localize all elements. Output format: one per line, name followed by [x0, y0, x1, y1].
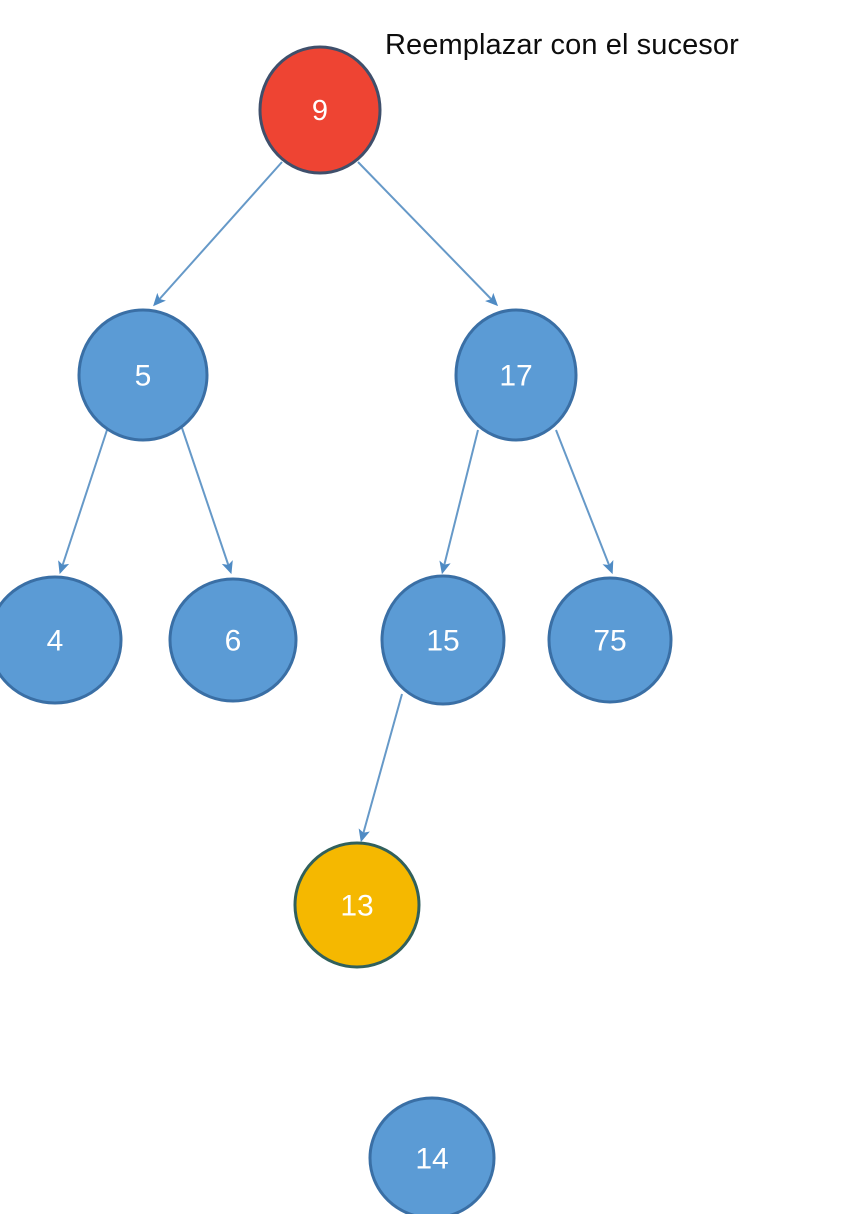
tree-edge-n9-n17: [357, 161, 499, 307]
tree-node-6[interactable]: 6: [168, 577, 298, 703]
tree-node-5[interactable]: 5: [77, 308, 209, 442]
tree-node-75[interactable]: 75: [547, 576, 673, 704]
tree-edge-n17-n75: [555, 429, 614, 575]
node-label-15: 15: [426, 625, 459, 658]
tree-edge-n5-n6: [181, 427, 233, 575]
tree-node-14[interactable]: 14: [368, 1096, 496, 1214]
tree-node-15[interactable]: 15: [380, 574, 506, 706]
node-circle-15: [380, 574, 506, 706]
node-label-4: 4: [47, 625, 64, 658]
tree-node-9[interactable]: 9: [258, 45, 382, 175]
tree-node-4[interactable]: 4: [0, 575, 123, 705]
tree-node-17[interactable]: 17: [454, 308, 578, 442]
node-label-14: 14: [415, 1143, 448, 1176]
node-circle-14: [368, 1096, 496, 1214]
node-layer: 9 5 17 4 6 15 75 13 14: [0, 45, 673, 1214]
tree-edge-n17-n15: [439, 429, 479, 575]
tree-edge-n5-n4: [58, 429, 108, 575]
node-label-17: 17: [499, 360, 532, 393]
diagram-caption: Reemplazar con el sucesor: [385, 29, 739, 61]
node-label-6: 6: [225, 625, 242, 658]
node-circle-9: [258, 45, 382, 175]
node-circle-17: [454, 308, 578, 442]
node-label-13: 13: [340, 890, 373, 923]
tree-node-13[interactable]: 13: [293, 841, 421, 969]
node-label-9: 9: [312, 95, 328, 127]
node-circle-6: [168, 577, 298, 703]
edge-layer: [58, 161, 614, 843]
node-label-5: 5: [135, 360, 152, 393]
node-circle-5: [77, 308, 209, 442]
tree-edge-n9-n5: [153, 161, 283, 307]
node-circle-75: [547, 576, 673, 704]
node-circle-13: [293, 841, 421, 969]
node-label-75: 75: [593, 625, 626, 658]
tree-edge-n15-n13: [358, 693, 403, 843]
node-circle-4: [0, 575, 123, 705]
